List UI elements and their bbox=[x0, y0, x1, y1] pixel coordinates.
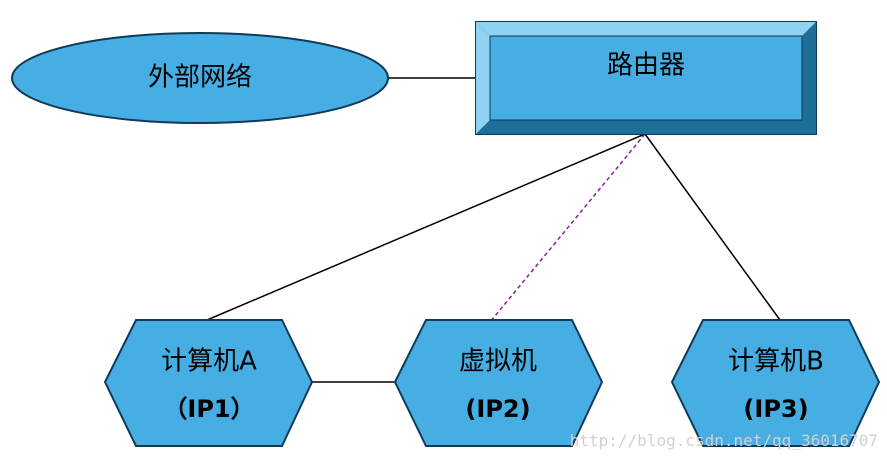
virtual-machine-ip: (IP2) bbox=[465, 395, 530, 423]
external-network-node: 外部网络 bbox=[11, 32, 389, 124]
computer-b-label: 计算机B bbox=[728, 347, 824, 377]
computer-b-ip: (IP3) bbox=[743, 395, 808, 423]
link-router-computer-a bbox=[206, 133, 646, 321]
computer-a-node: 计算机A （IP1） bbox=[103, 319, 314, 447]
virtual-machine-label: 虚拟机 bbox=[459, 347, 537, 377]
computer-a-ip: （IP1） bbox=[163, 395, 254, 423]
computer-a-label: 计算机A bbox=[161, 347, 257, 377]
router-label: 路由器 bbox=[607, 51, 685, 81]
watermark-text: http://blog.csdn.net/qq_36016707 bbox=[570, 431, 878, 450]
router-node: 路由器 bbox=[475, 21, 817, 135]
link-router-virtual-machine bbox=[489, 133, 646, 323]
link-router-computer-b bbox=[644, 133, 781, 321]
virtual-machine-node: 虚拟机 (IP2) bbox=[393, 319, 604, 447]
external-network-label: 外部网络 bbox=[148, 63, 252, 93]
computer-b-node: 计算机B (IP3) bbox=[670, 319, 881, 447]
